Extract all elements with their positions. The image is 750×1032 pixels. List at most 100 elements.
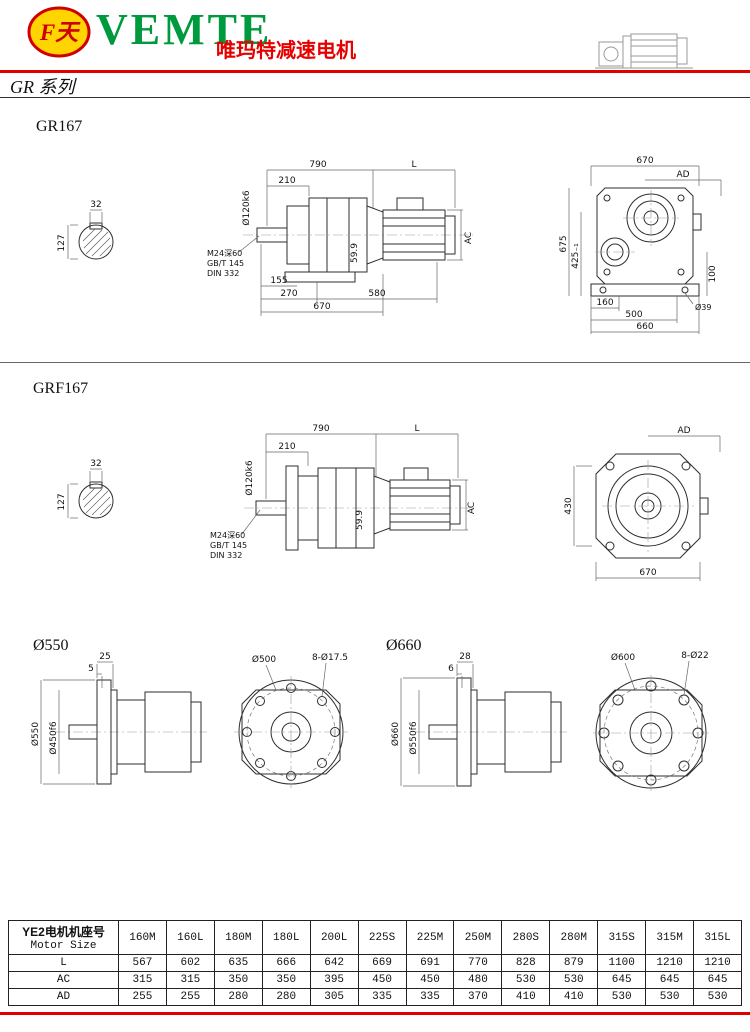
- cell: 1100: [597, 954, 647, 972]
- section-label-grf167: GRF167: [33, 380, 89, 397]
- cell: 410: [501, 988, 551, 1006]
- table-header-row: YE2电机机座号 Motor Size 160M 160L 180M 180L …: [8, 920, 742, 955]
- col-header: 280M: [549, 920, 599, 955]
- cell: 530: [597, 988, 647, 1006]
- cell: 350: [213, 971, 263, 989]
- row-label: L: [8, 954, 119, 972]
- dim-670-top: 670: [636, 156, 653, 166]
- logo-oval: [27, 6, 91, 58]
- cell: 530: [645, 988, 695, 1006]
- cell: 370: [453, 988, 503, 1006]
- dim-160: 160: [596, 298, 613, 308]
- flange550-side-view: 25 5 Ø550 Ø450f6: [30, 652, 207, 785]
- note-gbt: GB/T 145: [207, 259, 244, 268]
- dimension-table: YE2电机机座号 Motor Size 160M 160L 180M 180L …: [8, 920, 742, 1006]
- dim-670: 670: [639, 568, 656, 578]
- series-title: GR 系列: [10, 77, 75, 97]
- dim-5: 5: [88, 664, 94, 674]
- section-label-gr167: GR167: [36, 118, 83, 135]
- cell: 395: [309, 971, 359, 989]
- dim-670: 670: [313, 302, 330, 312]
- cell: 280: [213, 988, 263, 1006]
- machine-outline: [428, 677, 562, 787]
- section-label-550: Ø550: [33, 637, 69, 654]
- cell: 645: [693, 971, 742, 989]
- cell: 530: [693, 988, 742, 1006]
- cell: 602: [165, 954, 215, 972]
- dim-59-9: 59.9: [355, 510, 365, 530]
- cell: 410: [549, 988, 599, 1006]
- centerlines: [234, 676, 348, 788]
- col-header: 200L: [309, 920, 359, 955]
- dim-AD: AD: [676, 170, 689, 180]
- row-label: AD: [8, 988, 119, 1006]
- dim-holes: 8-Ø22: [681, 650, 709, 661]
- brand-name: VEMTE: [96, 5, 273, 54]
- dim-bolt-circle: Ø500: [252, 654, 277, 665]
- thumbnail-drawing: [595, 33, 693, 69]
- note-thread: M24深60: [210, 531, 245, 540]
- col-header: 280S: [501, 920, 551, 955]
- section-divider: [0, 362, 750, 363]
- dim-100: 100: [708, 265, 718, 282]
- dim-AC: AC: [464, 232, 474, 244]
- dimension-lines: [241, 433, 468, 535]
- cell: 315: [165, 971, 215, 989]
- col-header: 225S: [357, 920, 407, 955]
- dim-L: L: [411, 160, 416, 170]
- gearmotor-thumbnail: [595, 33, 693, 69]
- cell: 645: [645, 971, 695, 989]
- dim-holes: 8-Ø17.5: [312, 652, 348, 663]
- cell: 450: [405, 971, 455, 989]
- series-divider: [0, 97, 750, 98]
- cell: 669: [357, 954, 407, 972]
- dim-shaft-height: 127: [57, 234, 67, 251]
- flange660-front-view: Ø600 8-Ø22: [593, 650, 709, 791]
- note-thread: M24深60: [207, 249, 242, 258]
- dimension-lines: [238, 169, 463, 316]
- col-header: 160M: [118, 920, 167, 955]
- motor-size-en: Motor Size: [30, 940, 97, 952]
- cell: 315: [118, 971, 167, 989]
- cell: 1210: [645, 954, 695, 972]
- dim-outer-dia: Ø550: [30, 722, 41, 747]
- dim-AC: AC: [467, 502, 477, 514]
- gr167-side-view: 790 L 210 Ø120k6 59.9 AC 155 270 580 670…: [207, 160, 474, 316]
- dim-shaft-height: 127: [57, 493, 67, 510]
- dim-key-width: 32: [90, 459, 101, 469]
- cell: 280: [261, 988, 311, 1006]
- col-header: 315L: [693, 920, 742, 955]
- cell: 530: [501, 971, 551, 989]
- dim-580: 580: [368, 289, 385, 299]
- dim-210: 210: [278, 442, 295, 452]
- machine-outline: [256, 197, 456, 283]
- dim-660: 660: [636, 322, 653, 332]
- dim-AD: AD: [677, 426, 690, 436]
- cell: 1210: [693, 954, 742, 972]
- dim-spigot-dia: Ø450f6: [48, 721, 59, 754]
- shaft-dim-lines: [67, 209, 103, 260]
- cell: 691: [405, 954, 455, 972]
- dim-bolt-circle: Ø600: [611, 652, 636, 663]
- cell: 350: [261, 971, 311, 989]
- col-header: 180L: [261, 920, 311, 955]
- section-label-660: Ø660: [386, 637, 422, 654]
- dim-155: 155: [270, 276, 287, 286]
- dim-spigot-dia: Ø550f6: [408, 721, 419, 754]
- dim-500: 500: [625, 310, 642, 320]
- col-header: 315S: [597, 920, 647, 955]
- machine-outline: [255, 465, 461, 551]
- leader-lines: [624, 660, 690, 696]
- shaft-outline: [78, 481, 114, 519]
- flange660-side-view: 28 6 Ø660 Ø550f6: [390, 652, 567, 787]
- header-divider: [0, 70, 750, 73]
- dim-shaft-dia: Ø120k6: [241, 190, 252, 225]
- col-header: 180M: [213, 920, 263, 955]
- cell: 879: [549, 954, 599, 972]
- shaft-dim-lines: [67, 468, 103, 519]
- grf167-end-view: AD 430 670: [564, 426, 721, 581]
- dim-39: Ø39: [695, 302, 711, 312]
- table-row-AC: AC 315 315 350 350 395 450 450 480 530 5…: [8, 971, 742, 989]
- note-din: DIN 332: [210, 551, 242, 560]
